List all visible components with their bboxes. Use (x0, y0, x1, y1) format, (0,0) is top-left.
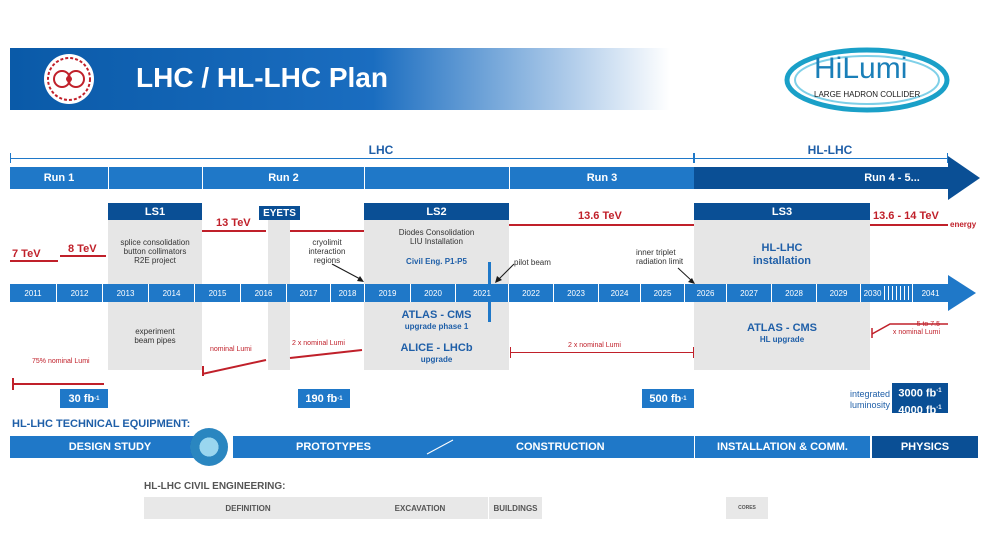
lumi-75: 75% nominal Lumi (32, 358, 90, 365)
year-2021: 2021 (455, 284, 508, 302)
civil-eng-title: HL-LHC CIVIL ENGINEERING: (144, 481, 286, 492)
civil-buildings: BUILDINGS (488, 497, 542, 519)
year-2026: 2026 (684, 284, 726, 302)
hllhc-label: HL-LHC (807, 143, 853, 157)
atlas-cms-phase1: ATLAS - CMS (401, 309, 472, 321)
inner-triplet-text: inner triplet radiation limit (636, 248, 684, 266)
lumi-line-run3 (510, 352, 694, 353)
tech-equipment-title: HL-LHC TECHNICAL EQUIPMENT: (12, 418, 191, 430)
ls1-run-gap (108, 167, 202, 189)
energy-axis-label: energy (950, 220, 977, 229)
year-2015: 2015 (194, 284, 240, 302)
year-2018: 2018 (330, 284, 364, 302)
experiment-beampipes-text: experiment beam pipes (134, 327, 176, 345)
year-2023: 2023 (553, 284, 598, 302)
prototype-construction-bar (232, 436, 694, 458)
year-2012: 2012 (56, 284, 102, 302)
year-2024: 2024 (598, 284, 640, 302)
run3-bar: Run 3 (509, 167, 694, 189)
lumi-5-7x: 5 to 7.5 x nominal Lumi (892, 321, 940, 336)
year-2030: 2030 (860, 284, 884, 302)
hllhc-span-line (695, 158, 947, 159)
civil-cores: CORES (726, 497, 768, 519)
year-2013: 2013 (102, 284, 148, 302)
pilot-beam-label: pilot beam (514, 258, 551, 267)
ls1-label: LS1 (108, 203, 202, 220)
year-2029: 2029 (816, 284, 860, 302)
year-2041: 2041 (912, 284, 948, 302)
year-arrow-icon (948, 275, 976, 311)
upgrade-phase1: upgrade phase 1 (404, 322, 469, 331)
hilumi-logo: HiLumi LARGE HADRON COLLIDER (782, 44, 952, 116)
run1-bar: Run 1 (10, 167, 108, 189)
design-study-bar: DESIGN STUDY (10, 436, 210, 458)
prototypes-label: PROTOTYPES (296, 441, 371, 453)
ls3-label: LS3 (694, 203, 870, 220)
year-2027: 2027 (726, 284, 771, 302)
phase-divider-icon (426, 439, 454, 455)
alice-lhcb: ALICE - LHCb (400, 342, 473, 354)
lumi-line-run4 (871, 323, 948, 338)
cryolimit-text: cryolimit interaction regions (308, 238, 346, 265)
ls2-text: Diodes Consolidation LIU Installation (398, 228, 475, 246)
year-2019: 2019 (364, 284, 410, 302)
ls2-label: LS2 (364, 203, 509, 220)
year-2016: 2016 (240, 284, 286, 302)
page-title: LHC / HL-LHC Plan (136, 62, 388, 93)
ls1-text: splice consolidation button collimators … (120, 238, 190, 265)
run-arrow-icon (948, 156, 980, 200)
lhc-label: LHC (368, 143, 394, 157)
lumi-500: 500 fb-1 (642, 389, 694, 408)
run45-bar: Run 4 - 5... (694, 167, 950, 189)
time-break-icon (884, 286, 912, 300)
energy-13tev: 13 TeV (216, 217, 251, 229)
cern-logo-icon (42, 52, 96, 106)
lumi-30: 30 fb-1 (60, 389, 108, 408)
header-banner (10, 48, 670, 110)
eyets-label: EYETS (259, 206, 300, 220)
lumi-3000-4000: 3000 fb-1 4000 fb-1 (892, 383, 948, 416)
lumi-nominal: nominal Lumi (210, 346, 252, 353)
lumi-2x-run2: 2 x nominal Lumi (292, 340, 345, 347)
year-2025: 2025 (640, 284, 684, 302)
lumi-190: 190 fb-1 (298, 389, 350, 408)
installation-bar: INSTALLATION & COMM. (694, 436, 870, 458)
pilot-beam-arrow-icon (495, 263, 515, 283)
energy-13-6-14tev: 13.6 - 14 TeV (873, 210, 939, 222)
year-2022: 2022 (508, 284, 553, 302)
civil-definition: DEFINITION (144, 497, 352, 519)
energy-13-6tev: 13.6 TeV (578, 210, 622, 222)
magnet-icon (190, 428, 228, 466)
lumi-line-run1 (14, 383, 104, 385)
run2-bar: Run 2 (202, 167, 364, 189)
run45-label: Run 4 - 5... (864, 172, 920, 184)
physics-bar: PHYSICS (870, 436, 978, 458)
civil-p1p5-label: Civil Eng. P1-P5 (406, 257, 467, 266)
inner-triplet-arrow-icon (677, 267, 695, 284)
year-axis (10, 284, 950, 302)
lumi-2x-run3: 2 x nominal Lumi (568, 342, 621, 349)
year-2011: 2011 (24, 288, 42, 298)
atlas-cms-hl: ATLAS - CMS (746, 322, 818, 334)
energy-8tev: 8 TeV (68, 243, 97, 255)
alice-lhcb-upgrade: upgrade (420, 355, 453, 364)
hilumi-logo-subtitle: LARGE HADRON COLLIDER (814, 90, 921, 99)
lhc-span-line (10, 158, 694, 159)
integrated-lumi-label: integrated luminosity (849, 389, 890, 410)
civil-excavation: EXCAVATION (352, 497, 488, 519)
year-2020: 2020 (410, 284, 455, 302)
construction-label: CONSTRUCTION (516, 441, 605, 453)
hl-upgrade: HL upgrade (759, 335, 805, 344)
ls2-run-gap (364, 167, 509, 189)
ls3-text: HL-LHC installation (752, 242, 812, 267)
energy-7tev: 7 TeV (12, 248, 41, 260)
cryolimit-arrow-icon (331, 263, 364, 282)
year-2017: 2017 (286, 284, 330, 302)
year-2028: 2028 (771, 284, 816, 302)
lumi-line-run2 (202, 349, 363, 376)
hilumi-logo-title: HiLumi (814, 52, 908, 85)
year-2014: 2014 (148, 284, 194, 302)
